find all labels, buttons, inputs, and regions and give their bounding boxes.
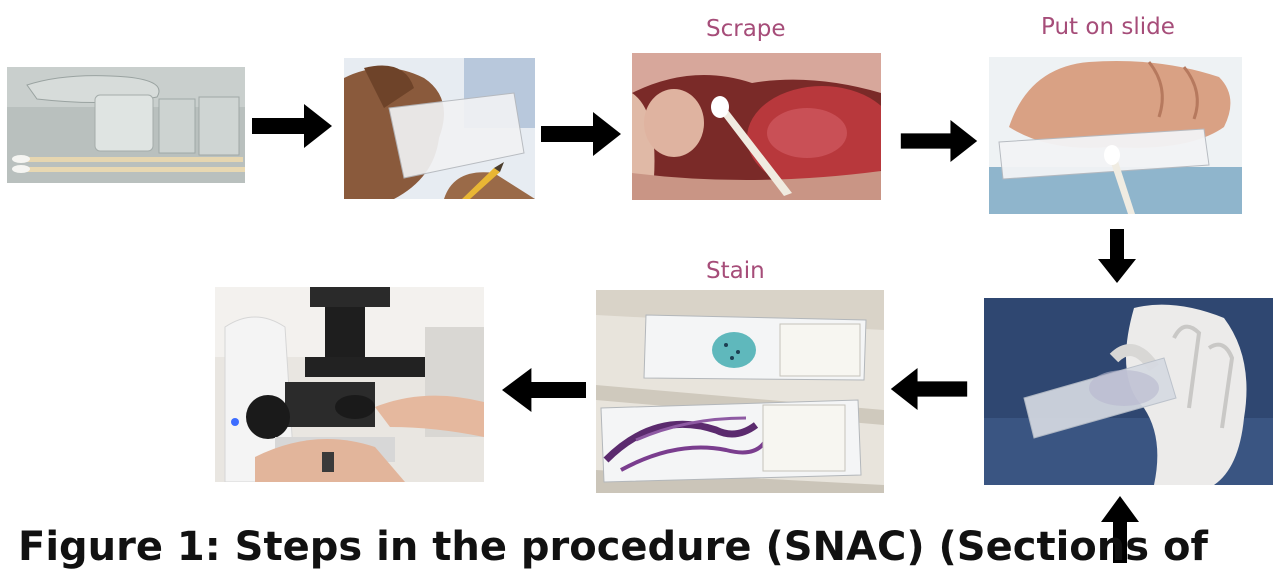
labeling-slide-photo [344,58,535,199]
left-arrow-icon [890,368,968,410]
down-arrow-icon [1098,229,1136,283]
right-arrow-icon [541,112,621,156]
right-arrow-icon [252,104,332,148]
microscope-photo [215,287,484,482]
put-on-slide-label: Put on slide [1041,14,1175,40]
gloved-hand-slide-photo [984,298,1273,485]
stain-label: Stain [706,258,765,284]
right-arrow-icon [900,120,978,162]
scrape-label: Scrape [706,16,786,42]
put-on-slide-photo [989,57,1242,214]
figure-caption: Figure 1: Steps in the procedure (SNAC) … [18,524,1208,570]
materials-photo [7,67,245,183]
stained-slides-photo [596,290,884,493]
scraping-photo [632,53,881,200]
left-arrow-icon [502,368,586,412]
